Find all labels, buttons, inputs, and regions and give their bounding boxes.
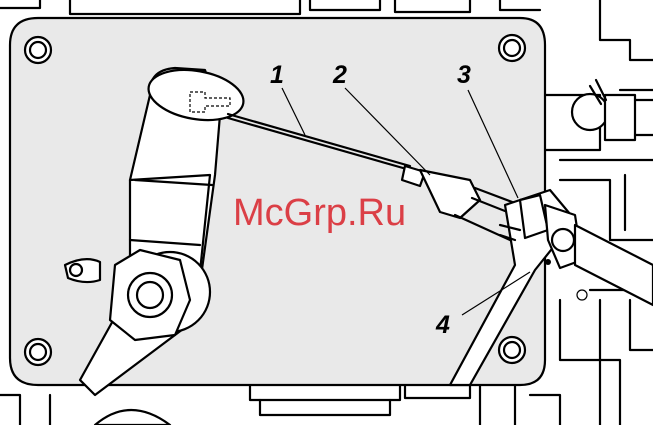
watermark-text: McGrp.Ru <box>233 192 406 234</box>
callout-4: 4 <box>435 311 450 339</box>
callout-1: 1 <box>270 61 284 89</box>
bottom-housing <box>0 380 560 425</box>
callout-3: 3 <box>457 61 471 89</box>
top-housing <box>0 0 540 14</box>
callout-2: 2 <box>332 61 347 89</box>
